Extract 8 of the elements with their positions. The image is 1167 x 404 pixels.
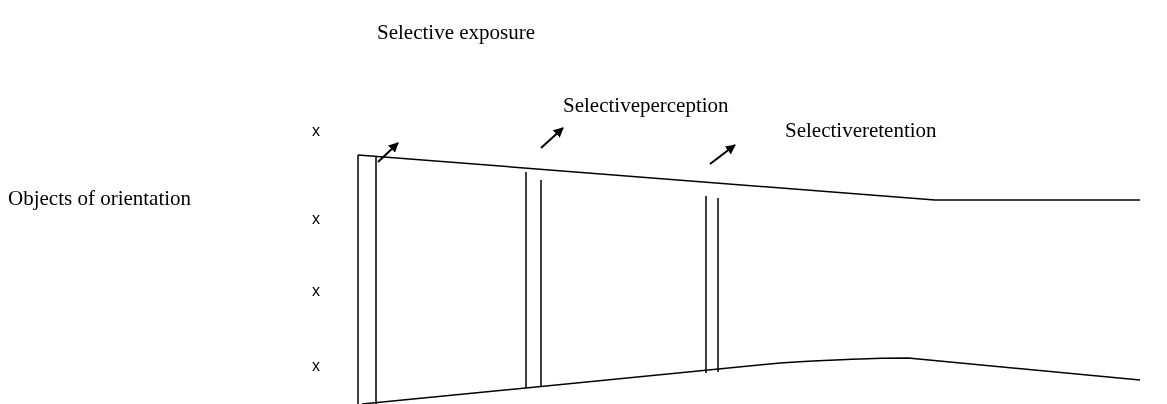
stage-label: Selective exposure [377, 22, 536, 43]
object-mark: x [312, 123, 320, 139]
stage-label: Selectiveretention [785, 120, 937, 141]
stage-label: Selectiveperception [563, 95, 729, 116]
object-mark: x [312, 358, 320, 374]
object-mark: x [312, 211, 320, 227]
stage-label: Objects of orientation [8, 188, 192, 209]
object-mark: x [312, 283, 320, 299]
